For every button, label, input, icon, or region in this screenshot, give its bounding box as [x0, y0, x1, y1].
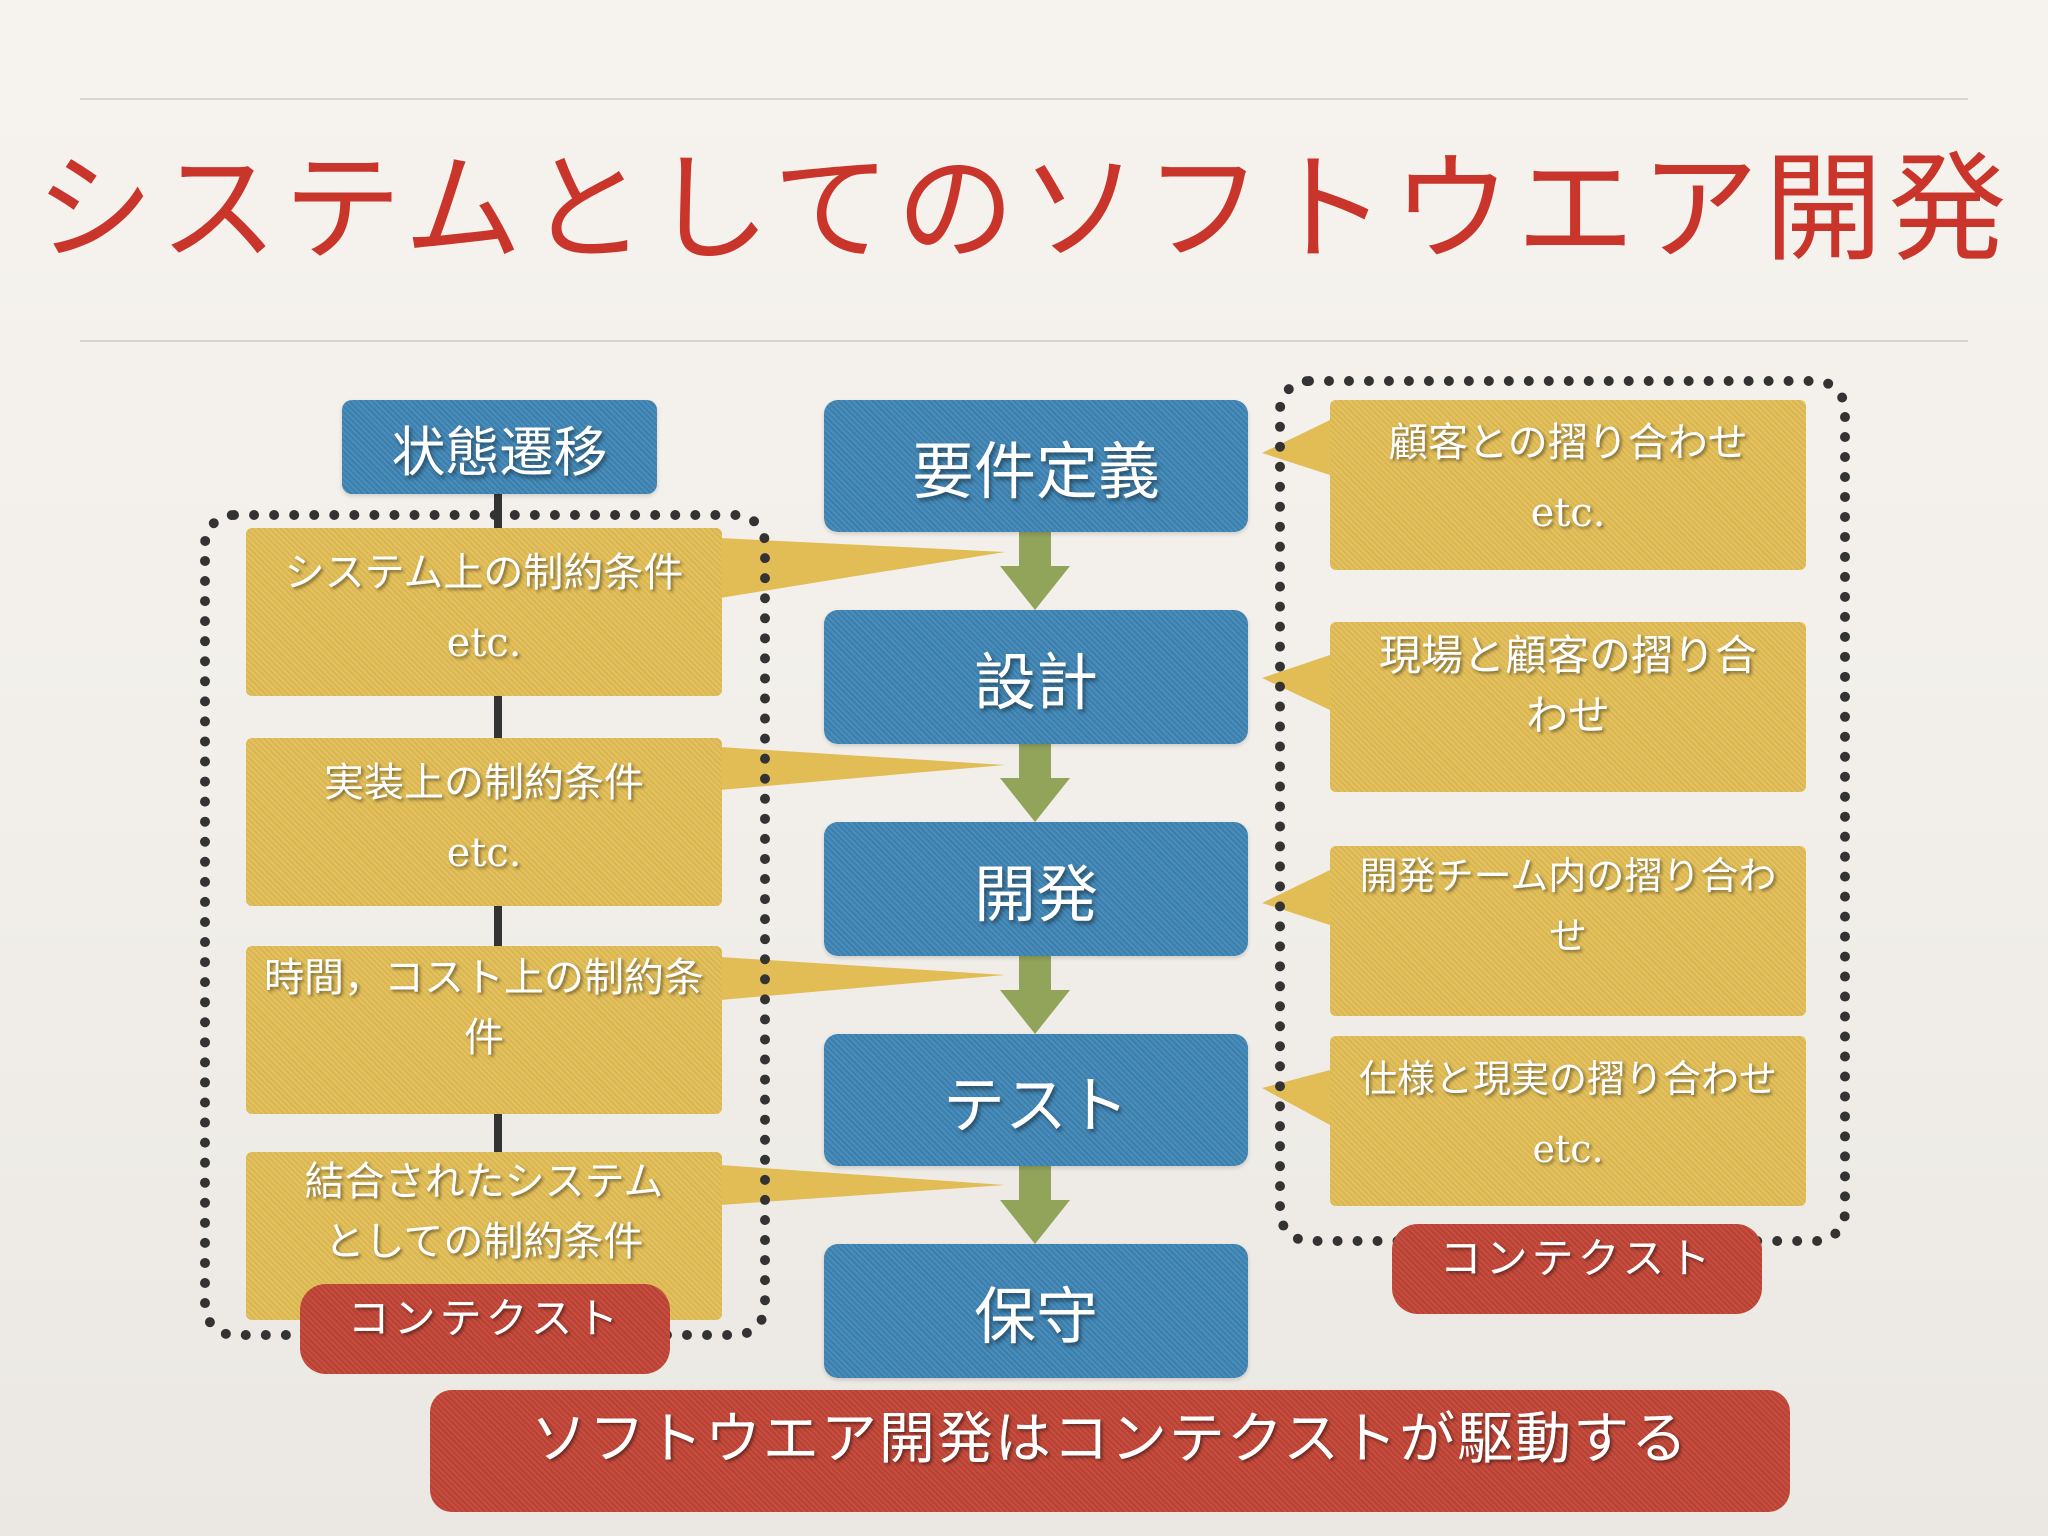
step-maintenance: 保守 — [824, 1244, 1248, 1378]
left-callout-pointer — [720, 538, 1005, 598]
state-transition-line — [494, 490, 502, 1370]
left-callout-pointer — [720, 1165, 1005, 1205]
title-underline-rule — [80, 340, 1968, 342]
right-callout-pointer — [1262, 870, 1330, 925]
flow-arrow — [1000, 1166, 1070, 1244]
state-transition-header: 状態遷移 — [342, 400, 657, 494]
slide-title: システムとしてのソフトウエア開発 — [35, 140, 2013, 278]
top-rule — [80, 98, 1968, 100]
step-test: テスト — [824, 1034, 1248, 1166]
right-context-label: コンテクスト — [1392, 1224, 1762, 1314]
flow-arrow — [1000, 956, 1070, 1034]
step-requirements: 要件定義 — [824, 400, 1248, 532]
right-callout-pointer — [1262, 420, 1330, 475]
left-context-label: コンテクスト — [300, 1284, 670, 1374]
flow-arrow — [1000, 744, 1070, 822]
alignment-box-customer: 顧客との摺り合わせ etc. — [1330, 400, 1806, 570]
constraint-box-time-cost: 時間，コスト上の制約条 件 — [246, 946, 722, 1114]
alignment-box-dev-team: 開発チーム内の摺り合わ せ — [1330, 846, 1806, 1016]
left-callout-pointer — [720, 747, 1005, 790]
constraint-box-system: システム上の制約条件 etc. — [246, 528, 722, 696]
footer-banner: ソフトウエア開発はコンテクストが駆動する — [430, 1390, 1790, 1512]
flow-arrow — [1000, 532, 1070, 610]
step-design: 設計 — [824, 610, 1248, 744]
constraint-box-implementation: 実装上の制約条件 etc. — [246, 738, 722, 906]
step-development: 開発 — [824, 822, 1248, 956]
right-callout-pointer — [1262, 655, 1330, 710]
alignment-box-field-customer: 現場と顧客の摺り合 わせ — [1330, 622, 1806, 792]
alignment-box-spec-reality: 仕様と現実の摺り合わせ etc. — [1330, 1036, 1806, 1206]
left-callout-pointer — [720, 957, 1005, 1000]
